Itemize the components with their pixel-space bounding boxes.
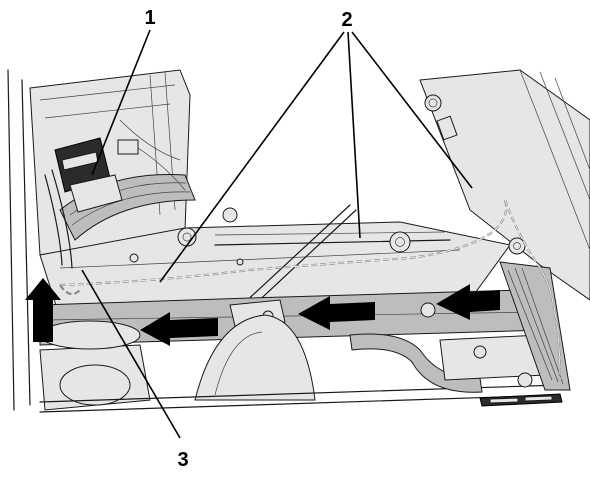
arrow-left-3 bbox=[436, 284, 500, 320]
callout-1: 1 bbox=[144, 7, 155, 29]
arrow-left-2 bbox=[298, 296, 375, 330]
direction-arrows bbox=[25, 278, 500, 346]
bolt-right bbox=[508, 237, 526, 255]
callout-3: 3 bbox=[177, 449, 188, 471]
callout-2: 2 bbox=[341, 9, 352, 31]
bolt-left bbox=[177, 227, 197, 247]
engine-lower bbox=[39, 261, 571, 413]
arrow-left-1 bbox=[140, 312, 218, 346]
arrow-up-left bbox=[25, 278, 61, 342]
bolt-center bbox=[389, 231, 411, 253]
harness-connector bbox=[54, 137, 139, 213]
harness-route bbox=[59, 199, 562, 381]
callout-leaders bbox=[81, 29, 473, 439]
